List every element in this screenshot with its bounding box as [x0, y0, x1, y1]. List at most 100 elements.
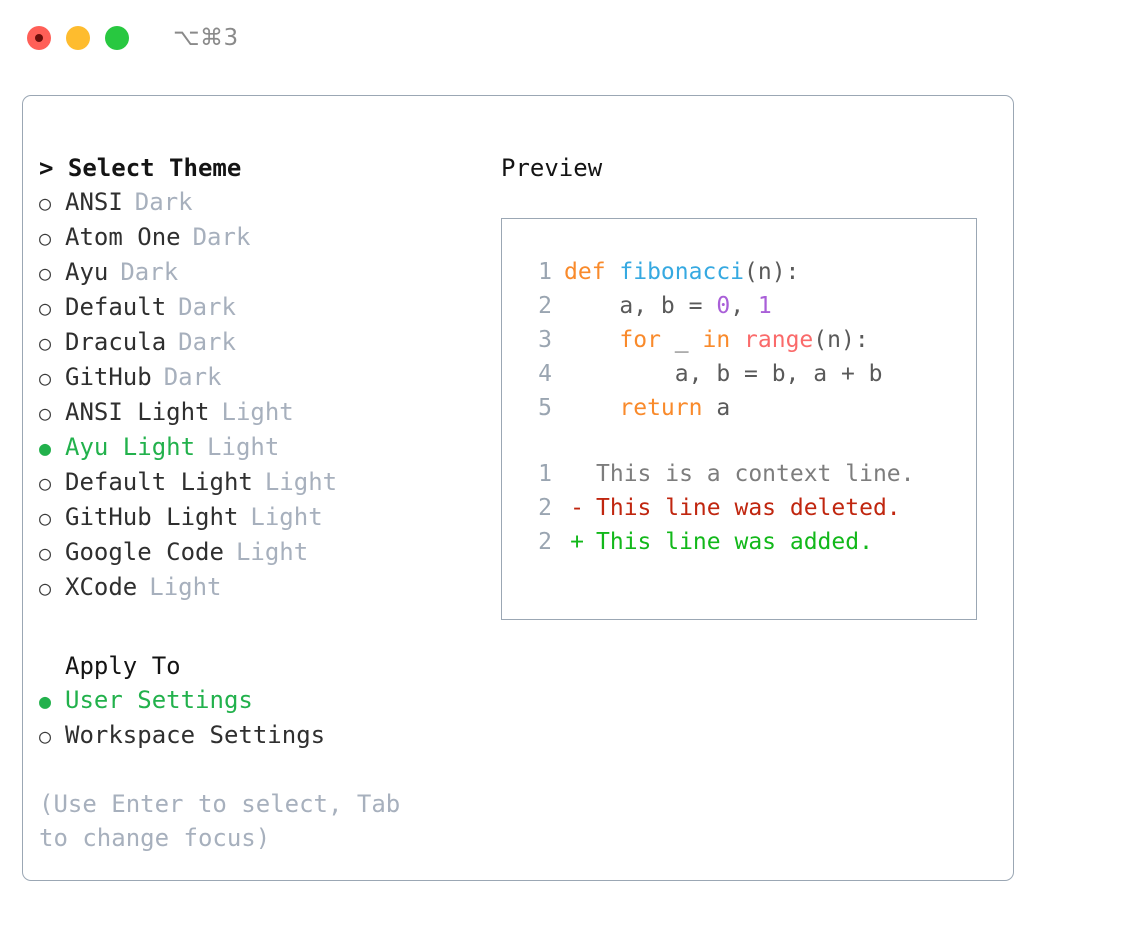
code-token-kw: def [564, 259, 620, 285]
window-controls [27, 26, 129, 50]
apply-to-item-user-settings[interactable]: ●User Settings [39, 683, 489, 718]
theme-item-default[interactable]: ○ Default Dark [39, 290, 489, 325]
code-line-content: a, b = b, a + b [564, 357, 883, 391]
theme-item-ayu[interactable]: ○ Ayu Dark [39, 255, 489, 290]
radio-unselected-icon: ○ [39, 366, 52, 390]
minimize-button[interactable] [66, 26, 90, 50]
code-token-num: 0 [716, 293, 731, 319]
code-line-number: 3 [538, 327, 552, 353]
theme-item-label: XCode [65, 573, 138, 601]
diff-marker-del: - [570, 495, 584, 521]
apply-to-list: ●User Settings ○ Workspace Settings [39, 683, 489, 753]
code-line-content: return a [564, 391, 730, 425]
theme-item-variant-tag: Dark [178, 293, 236, 321]
close-button[interactable] [27, 26, 51, 50]
code-token-plain: a [702, 395, 731, 421]
code-token-kw: for [619, 327, 661, 353]
code-line: 4 a, b = b, a + b [520, 357, 976, 391]
radio-unselected-icon: ○ [39, 261, 52, 285]
code-line: 2 a, b = 0, 1 [520, 289, 976, 323]
diff-line-text: This line was added. [596, 529, 873, 555]
code-line: 3 for _ in range(n): [520, 323, 976, 357]
select-theme-heading: > Select Theme [39, 154, 242, 182]
theme-item-variant-tag: Light [264, 468, 338, 496]
code-token-plain [564, 395, 619, 421]
theme-item-label: Ayu Light [65, 433, 196, 461]
theme-item-google-code[interactable]: ○ Google Code Light [39, 535, 489, 570]
code-token-plain: (n): [813, 327, 869, 353]
theme-item-variant-tag: Light [207, 433, 280, 461]
theme-item-variant-tag: Dark [120, 258, 179, 286]
radio-unselected-icon: ○ [39, 506, 52, 530]
radio-unselected-icon: ○ [39, 471, 52, 495]
radio-unselected-icon: ○ [39, 226, 52, 250]
close-icon [35, 34, 43, 42]
diff-line-text: This line was deleted. [596, 495, 901, 521]
diff-line-context: 1 This is a context line. [520, 457, 976, 491]
diff-line-number: 2 [538, 529, 552, 555]
code-token-kw: in [702, 327, 731, 353]
apply-to-item-label: Workspace Settings [65, 721, 326, 749]
code-line-content: for _ in range(n): [564, 323, 869, 357]
theme-item-label: Default [65, 293, 167, 321]
diff-line-add: 2 + This line was added. [520, 525, 976, 559]
code-token-kw: return [619, 395, 703, 421]
radio-unselected-icon: ○ [39, 331, 52, 355]
code-token-plain: a, b = b, a + b [564, 361, 883, 387]
code-token-plain: a, b = [564, 293, 717, 319]
theme-item-label: Default Light [65, 468, 253, 496]
code-token-builtin: range [744, 327, 814, 353]
diff-marker-context [564, 457, 590, 491]
theme-item-variant-tag: Dark [163, 363, 222, 391]
radio-unselected-icon: ○ [39, 191, 52, 215]
diff-sample: 1 This is a context line. 2-This line was… [520, 457, 976, 559]
theme-item-label: ANSI [65, 188, 123, 216]
theme-item-label: Ayu [65, 258, 109, 286]
code-line-number: 4 [538, 361, 552, 387]
theme-item-atom-one[interactable]: ○ Atom One Dark [39, 220, 489, 255]
code-line: 1 def fibonacci(n): [520, 255, 976, 289]
theme-item-label: Atom One [65, 223, 181, 251]
apply-to-heading: Apply To [65, 652, 181, 680]
theme-item-variant-tag: Dark [178, 328, 236, 356]
code-line-number: 1 [538, 259, 552, 285]
code-token-plain: _ [660, 327, 703, 353]
maximize-button[interactable] [105, 26, 129, 50]
apply-to-item-workspace-settings[interactable]: ○ Workspace Settings [39, 718, 489, 753]
theme-item-variant-tag: Light [250, 503, 323, 531]
theme-item-label: Dracula [65, 328, 167, 356]
theme-item-variant-tag: Light [235, 538, 309, 566]
code-token-fn: fibonacci [619, 259, 745, 285]
preview-spacer [520, 425, 976, 457]
radio-unselected-icon: ○ [39, 724, 52, 748]
theme-item-default-light[interactable]: ○ Default Light Light [39, 465, 489, 500]
radio-unselected-icon: ○ [39, 296, 52, 320]
theme-item-dracula[interactable]: ○ Dracula Dark [39, 325, 489, 360]
diff-line-text: This is a context line. [596, 461, 915, 487]
preview-heading: Preview [501, 154, 603, 182]
code-line-content: def fibonacci(n): [564, 255, 799, 289]
radio-unselected-icon: ○ [39, 576, 52, 600]
code-token-plain: (n): [744, 259, 800, 285]
diff-marker-add: + [570, 529, 584, 555]
apply-to-item-label: User Settings [65, 686, 253, 714]
code-token-plain [564, 327, 619, 353]
code-line: 5 return a [520, 391, 976, 425]
theme-item-variant-tag: Dark [192, 223, 251, 251]
code-line-number: 5 [538, 395, 552, 421]
code-line-content: a, b = 0, 1 [564, 289, 771, 323]
theme-item-label: Google Code [65, 538, 224, 566]
title-bar: ⌥⌘3 [0, 0, 1140, 76]
radio-unselected-icon: ○ [39, 541, 52, 565]
